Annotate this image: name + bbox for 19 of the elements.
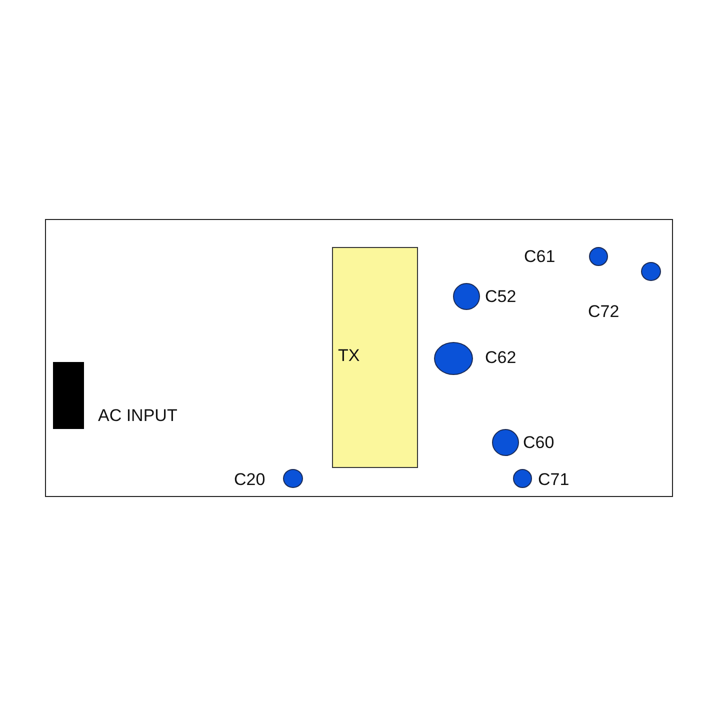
- circuit-board: [45, 219, 673, 497]
- part-label: TX: [338, 346, 360, 364]
- capacitor-symbol: [589, 247, 608, 266]
- connector-block: [53, 362, 84, 429]
- capacitor-symbol: [492, 429, 519, 456]
- part-label: C61: [524, 248, 556, 265]
- transformer-block: [332, 247, 418, 468]
- capacitor-symbol: [513, 469, 532, 488]
- capacitor-symbol: [641, 262, 661, 281]
- part-label: C62: [485, 349, 516, 366]
- capacitor-symbol: [453, 283, 480, 310]
- part-label: C72: [588, 303, 620, 320]
- part-label: C60: [523, 434, 554, 451]
- part-label: C71: [538, 471, 570, 488]
- part-label: AC INPUT: [98, 407, 178, 424]
- part-label: C20: [234, 471, 266, 488]
- capacitor-symbol: [434, 342, 473, 375]
- capacitor-symbol: [283, 469, 303, 488]
- part-label: C52: [485, 288, 516, 305]
